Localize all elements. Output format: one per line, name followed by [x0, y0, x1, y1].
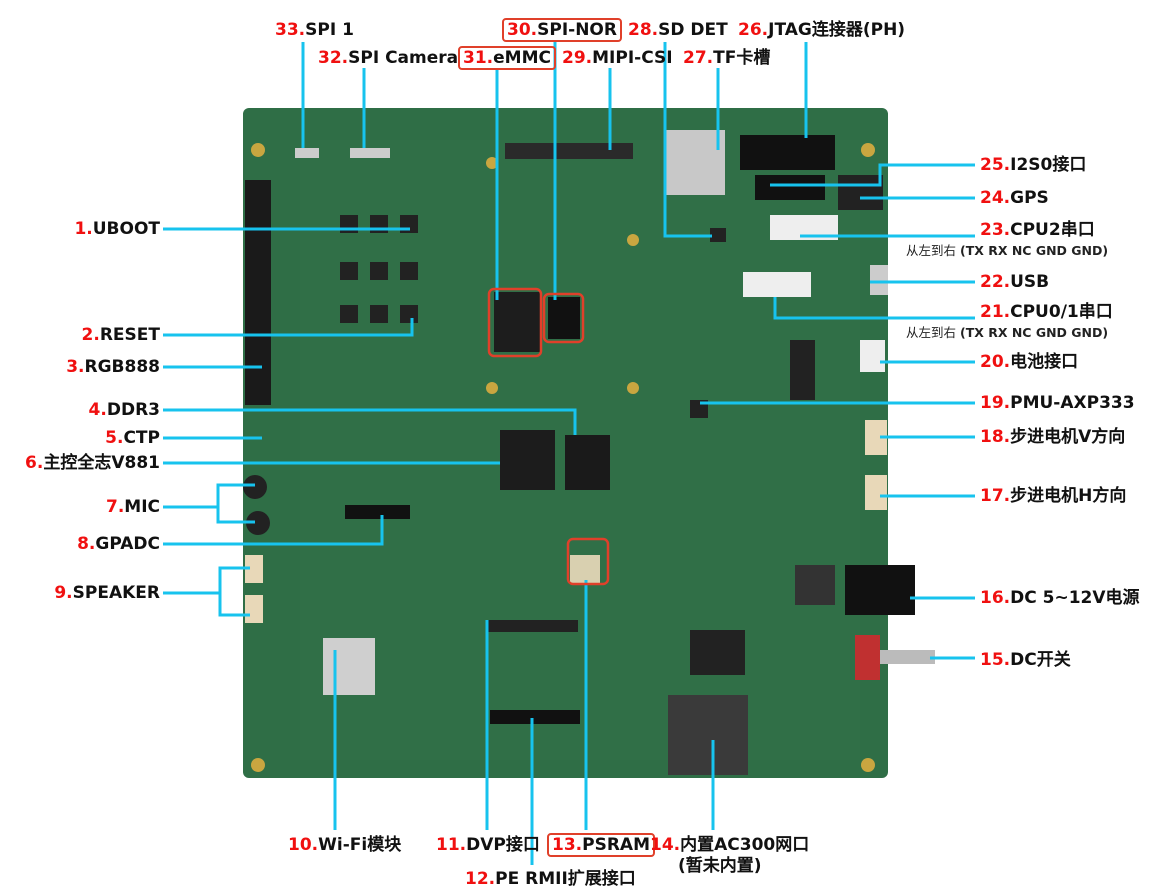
label-gpadc: 8.GPADC [77, 534, 160, 554]
label-mic: 7.MIC [105, 497, 160, 517]
mipi-csi-connector [505, 143, 633, 159]
gps-connector [838, 175, 883, 210]
cpu01-uart-pin-note: 从左到右 (TX RX NC GND GND) [906, 325, 1109, 340]
label-battery: 20.电池接口 [980, 352, 1079, 372]
label-i2s0: 25.I2S0接口 [980, 155, 1087, 175]
label-motor-v: 18.步进电机V方向 [980, 427, 1126, 447]
label-dvp: 11.DVP接口 [436, 835, 540, 855]
mic-1 [243, 475, 267, 499]
label-sd-det: 28.SD DET [628, 20, 728, 40]
motor-h-connector [865, 475, 887, 510]
speaker-connector-1 [245, 555, 263, 583]
label-gps: 24.GPS [980, 188, 1049, 208]
mounting-holes [251, 143, 875, 772]
cpu2-uart-pin-note: 从左到右 (TX RX NC GND GND) [906, 243, 1109, 258]
label-cpu2-uart: 23.CPU2串口 [980, 220, 1095, 240]
label-spi1: 33.SPI 1 [275, 20, 354, 40]
label-psram: 13.PSRAM [547, 833, 655, 857]
dc-jack [845, 565, 915, 615]
label-ddr3: 4.DDR3 [88, 400, 160, 420]
motor-v-connector [865, 420, 887, 455]
inductor [795, 565, 835, 605]
cpu01-uart-connector [743, 272, 811, 297]
label-emmc: 31.eMMC [458, 46, 556, 70]
label-usb: 22.USB [980, 272, 1050, 292]
jtag-connector [740, 135, 835, 170]
label-pmu: 19.PMU-AXP333 [980, 393, 1135, 413]
label-uboot: 1.UBOOT [74, 219, 160, 239]
label-tf-slot: 27.TF卡槽 [683, 48, 771, 68]
label-dc-power: 16.DC 5~12V电源 [980, 588, 1140, 608]
label-jtag: 26.JTAG连接器(PH) [738, 20, 906, 40]
tf-slot [665, 130, 725, 195]
spi-nor-highlight [542, 292, 585, 344]
label-speaker: 9.SPEAKER [54, 583, 160, 603]
label-reset: 2.RESET [81, 325, 160, 345]
emmc-highlight [487, 287, 543, 358]
spi-nor-chip [548, 297, 580, 339]
label-motor-h: 17.步进电机H方向 [980, 486, 1127, 506]
label-wifi: 10.Wi-Fi模块 [288, 835, 402, 855]
rj45-port [668, 695, 748, 775]
label-pe-rmii: 12.PE RMII扩展接口 [465, 869, 636, 889]
rmii-connector [490, 710, 580, 724]
psram-chip [570, 555, 600, 583]
label-ctp: 5.CTP [105, 428, 160, 448]
label-cpu01-uart: 21.CPU0/1串口 [980, 302, 1113, 322]
label-ac300-ethernet: 14.内置AC300网口 [650, 835, 810, 855]
label-spi-camera: 32.SPI Camera [318, 48, 459, 68]
emmc-chip [494, 292, 540, 352]
ac300-note: (暂未内置) [678, 856, 762, 876]
dvp-connector [488, 620, 578, 632]
label-rgb888: 3.RGB888 [66, 357, 160, 377]
gpadc-header [345, 505, 410, 519]
wifi-module [323, 638, 375, 695]
soc-chip [500, 430, 555, 490]
label-mipi-csi: 29.MIPI-CSI [562, 48, 673, 68]
ethernet-magnetics [690, 630, 745, 675]
i2s-header [755, 175, 825, 200]
label-spi-nor: 30.SPI-NOR [502, 18, 622, 42]
usb-port [870, 265, 888, 295]
label-dc-switch: 15.DC开关 [980, 650, 1071, 670]
mic-2 [246, 511, 270, 535]
label-soc: 6.主控全志V881 [25, 453, 160, 473]
battery-connector [860, 340, 885, 372]
psram-highlight [566, 537, 610, 586]
ddr3-chip [565, 435, 610, 490]
dc-switch [855, 635, 880, 680]
